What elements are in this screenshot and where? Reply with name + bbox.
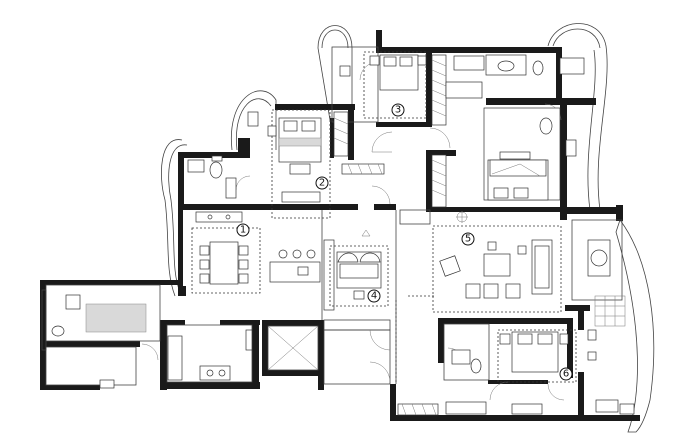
zone-marker-4: 4 [367,289,381,303]
zone-4-furniture [329,229,389,307]
bedroom-2-furniture [247,109,331,219]
kitchen-fixtures [167,329,253,381]
right-balcony-tiles [587,295,635,415]
master-bedroom-furniture [483,107,611,277]
zone-marker-2-label: 2 [319,178,325,189]
walls [40,30,640,421]
zone-marker-2: 2 [315,176,329,190]
wardrobes [333,54,485,416]
island-counter [269,239,335,311]
bedroom-6-furniture [445,329,577,415]
bedroom-3-furniture [339,51,427,119]
zone-marker-1: 1 [236,223,250,237]
balcony-outlines [161,23,655,433]
zone-marker-6-label: 6 [563,369,569,380]
zone-marker-4-label: 4 [371,291,377,302]
master-bath-fixtures [445,54,585,99]
zone-marker-3-label: 3 [395,105,401,116]
entry-lines [395,295,436,384]
bathroom-1-fixtures [187,155,237,199]
living-zone [432,211,562,313]
dining-zone [191,211,261,294]
door-swings [141,61,565,401]
utility-fixtures [41,289,147,389]
zone-marker-5: 5 [461,232,475,246]
zone-marker-6: 6 [559,367,573,381]
zone-marker-1-label: 1 [240,225,246,236]
zone-marker-5-label: 5 [465,234,471,245]
zone-marker-3: 3 [391,103,405,117]
